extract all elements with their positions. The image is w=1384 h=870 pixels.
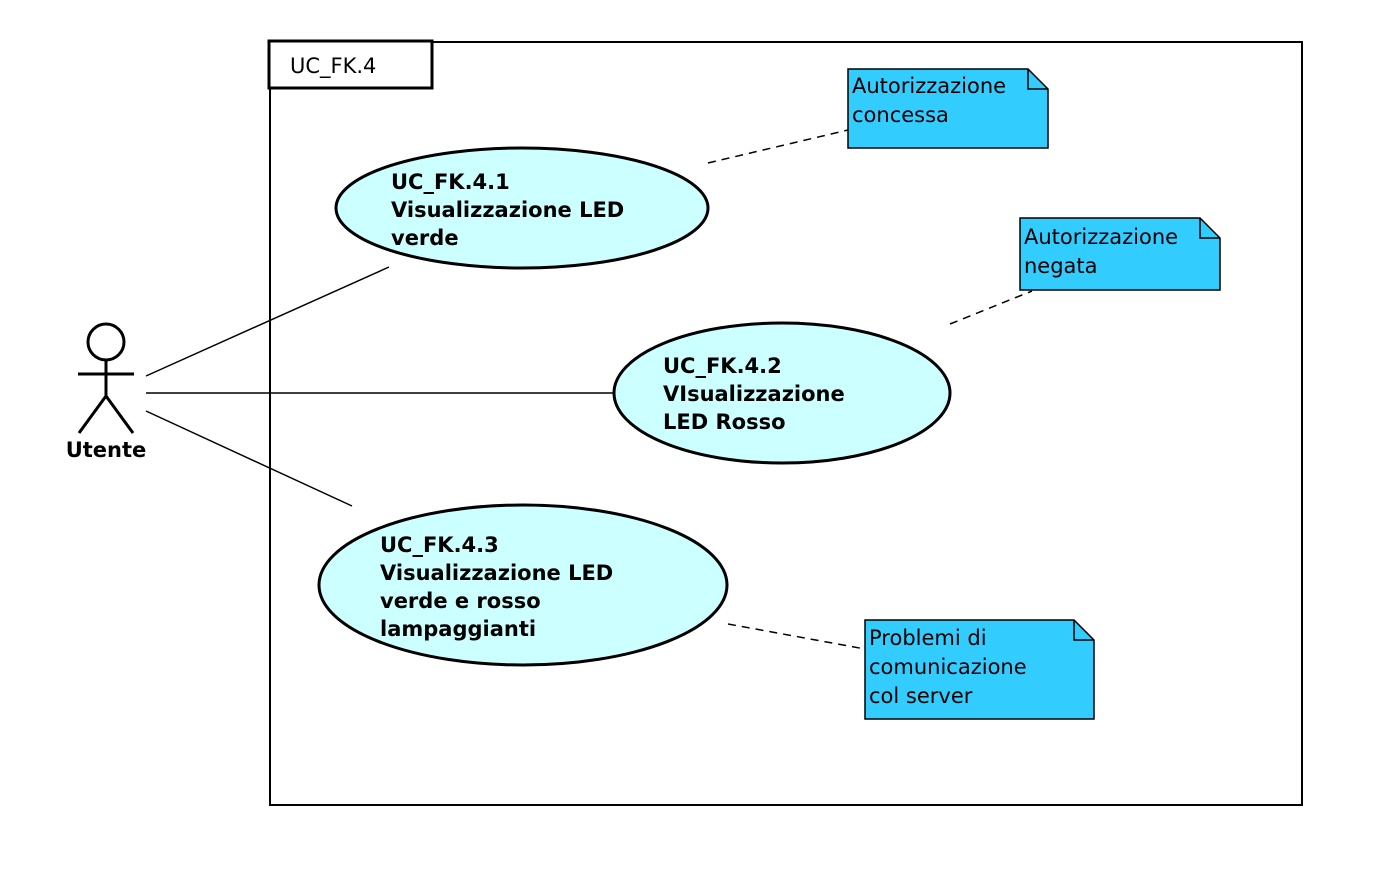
svg-text:Autorizzazione negata: Autorizzazione negata <box>1024 225 1185 278</box>
note-text-line: Problemi di <box>869 626 987 650</box>
boundary-title: UC_FK.4 <box>290 54 376 79</box>
svg-text:Autorizzazione concessa: Autorizzazione concessa <box>852 74 1013 127</box>
note-text-line: col server <box>869 684 973 708</box>
boundary-title-box <box>267 39 434 90</box>
use-case-id: UC_FK.4.1 <box>391 170 510 194</box>
note-link-3 <box>727 623 866 650</box>
note-text-line: comunicazione <box>869 655 1027 679</box>
association-uc1 <box>145 266 390 377</box>
actor-utente[interactable] <box>77 322 135 434</box>
note-corner-fold <box>1073 620 1094 641</box>
note-shape <box>1019 217 1221 291</box>
association-uc3 <box>145 410 353 507</box>
note-links <box>707 129 1033 650</box>
note-shape <box>847 68 1049 149</box>
svg-text:UC_FK.4.2 VIsualizzazion: UC_FK.4.2 VIsualizzazione LED Rosso <box>663 354 852 434</box>
note-text-line: Autorizzazione <box>852 74 1006 98</box>
actor-name: Utente <box>66 438 147 462</box>
note-autorizzazione-negata[interactable]: Autorizzazione negata <box>1019 217 1221 291</box>
note-shape <box>864 619 1095 720</box>
note-corner-fold <box>1027 69 1048 90</box>
note-corner-fold <box>1199 218 1220 239</box>
svg-text:Problemi di comunicazion: Problemi di comunicazione col server <box>869 626 1033 708</box>
note-text-line: concessa <box>852 103 949 127</box>
note-link-1 <box>707 129 849 164</box>
use-case-label-line: lampaggianti <box>380 617 536 641</box>
use-case-uc-fk-4-1[interactable]: UC_FK.4.1 Visualizzazione LED verde <box>334 146 710 270</box>
use-case-ellipse <box>334 146 710 270</box>
use-case-label-line: Visualizzazione LED <box>380 561 613 585</box>
note-autorizzazione-concessa[interactable]: Autorizzazione concessa <box>847 68 1049 149</box>
svg-text:UC_FK.4.3 Visualizzazion: UC_FK.4.3 Visualizzazione LED verde e ro… <box>380 533 621 641</box>
note-text-line: Autorizzazione <box>1024 225 1178 249</box>
use-case-label-line: VIsualizzazione <box>663 382 845 406</box>
use-case-label-line: verde <box>391 226 459 250</box>
use-case-ellipse <box>612 321 952 465</box>
associations <box>145 266 614 507</box>
use-case-label-line: verde e rosso <box>380 589 541 613</box>
use-case-id: UC_FK.4.2 <box>663 354 782 378</box>
svg-text:UC_FK.4.1 Visualizzazion: UC_FK.4.1 Visualizzazione LED verde <box>391 170 632 250</box>
use-case-label-line: LED Rosso <box>663 410 786 434</box>
actor-head <box>86 322 126 362</box>
use-case-label-line: Visualizzazione LED <box>391 198 624 222</box>
use-case-ellipse <box>317 503 729 667</box>
note-link-2 <box>949 290 1033 325</box>
note-text-line: negata <box>1024 254 1098 278</box>
use-case-uc-fk-4-3[interactable]: UC_FK.4.3 Visualizzazione LED verde e ro… <box>317 503 729 667</box>
use-case-uc-fk-4-2[interactable]: UC_FK.4.2 VIsualizzazione LED Rosso <box>612 321 952 465</box>
note-problemi-comunicazione[interactable]: Problemi di comunicazione col server <box>864 619 1095 720</box>
use-case-id: UC_FK.4.3 <box>380 533 499 557</box>
